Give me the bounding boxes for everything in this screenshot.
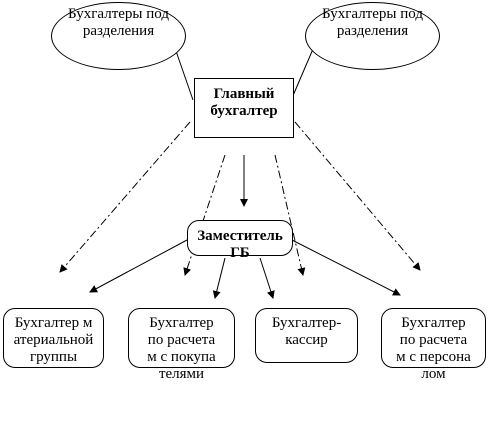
subdivision-accountants-left: Бухгалтеры подразделения <box>51 2 186 70</box>
accountant-buyers: Бухгалтер по расчетам с покупателями <box>128 308 235 382</box>
node-label: Бухгалтеры подразделения <box>322 6 423 39</box>
node-label: Бухгалтер-кассир <box>271 315 342 348</box>
edge-chief-buyers <box>183 154 226 276</box>
chief-accountant: Главный бухгалтер <box>194 78 294 138</box>
node-label: Главный бухгалтер <box>210 86 278 119</box>
edge-deputy-buyers <box>212 257 226 299</box>
edge-chief-cashier <box>274 154 306 276</box>
deputy-chief-accountant: Заместитель ГБ <box>187 220 293 261</box>
node-label: Заместитель ГБ <box>197 228 283 261</box>
node-label: Бухгалтер по расчетам с покупателями <box>147 315 216 382</box>
accountant-personnel: Бухгалтер по расчетам с персоналом <box>381 308 486 382</box>
subdivision-accountants-right: Бухгалтеры подразделения <box>305 2 440 70</box>
edge-deputy-personnel <box>291 239 401 296</box>
node-label: Бухгалтеры подразделения <box>68 6 169 39</box>
edge-chief-materials <box>59 121 191 273</box>
edge-deputy-materials <box>89 239 188 293</box>
edge-chief-personnel <box>294 121 421 271</box>
node-label: Бухгалтер по расчетам с персоналом <box>396 315 471 382</box>
edge-deputy-cashier <box>259 257 275 299</box>
node-label: Бухгалтер материальной группы <box>13 315 94 365</box>
accountant-materials: Бухгалтер материальной группы <box>3 308 104 368</box>
accountant-cashier: Бухгалтер-кассир <box>255 308 358 363</box>
